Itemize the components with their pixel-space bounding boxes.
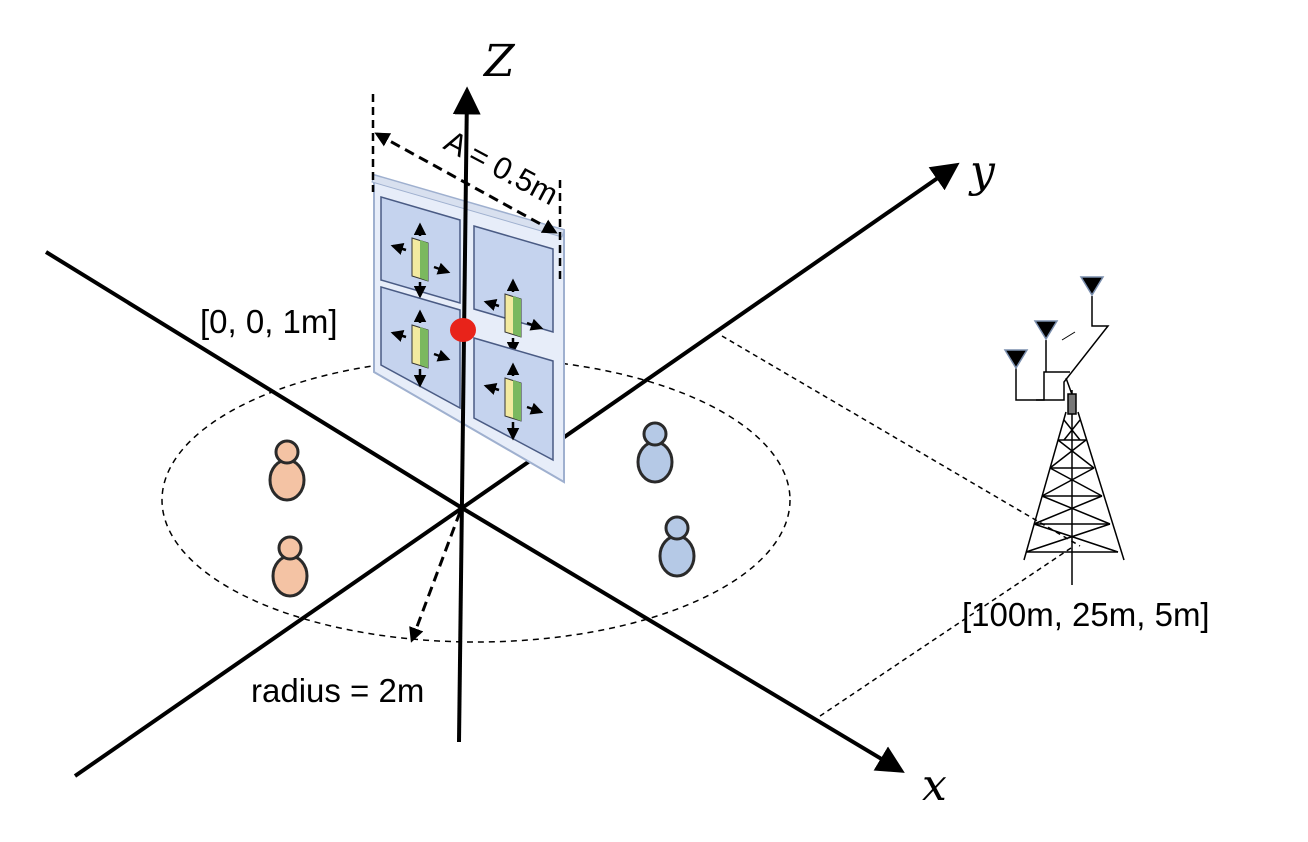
antenna-array-icon <box>1003 276 1110 401</box>
ris-center-label: [0, 0, 1m] <box>200 303 338 340</box>
base-station-label: [100m, 25m, 5m] <box>962 596 1210 633</box>
axis-x-line <box>460 506 905 773</box>
bs-projection-line <box>819 545 1075 717</box>
user-icon-orange <box>268 439 306 502</box>
axis-z-label: Z <box>482 36 516 87</box>
ris-element <box>473 225 554 355</box>
user-icon-blue <box>636 421 674 484</box>
axis-x-label: x <box>922 760 947 811</box>
radius-arrow <box>409 511 462 643</box>
aperture-dimension-arrow <box>374 132 558 234</box>
user-icon-blue <box>658 515 696 578</box>
bs-projection-line <box>721 335 1081 547</box>
axis-y-label: y <box>968 146 996 197</box>
user-icon-orange <box>271 535 309 598</box>
axis-y-back <box>73 506 464 778</box>
axis-x-back <box>44 250 464 510</box>
ris-element <box>380 286 461 410</box>
radius-label: radius = 2m <box>251 672 424 709</box>
ris-center-dot <box>450 318 476 342</box>
ris-element <box>473 337 554 462</box>
cell-tower-icon <box>1023 390 1125 585</box>
